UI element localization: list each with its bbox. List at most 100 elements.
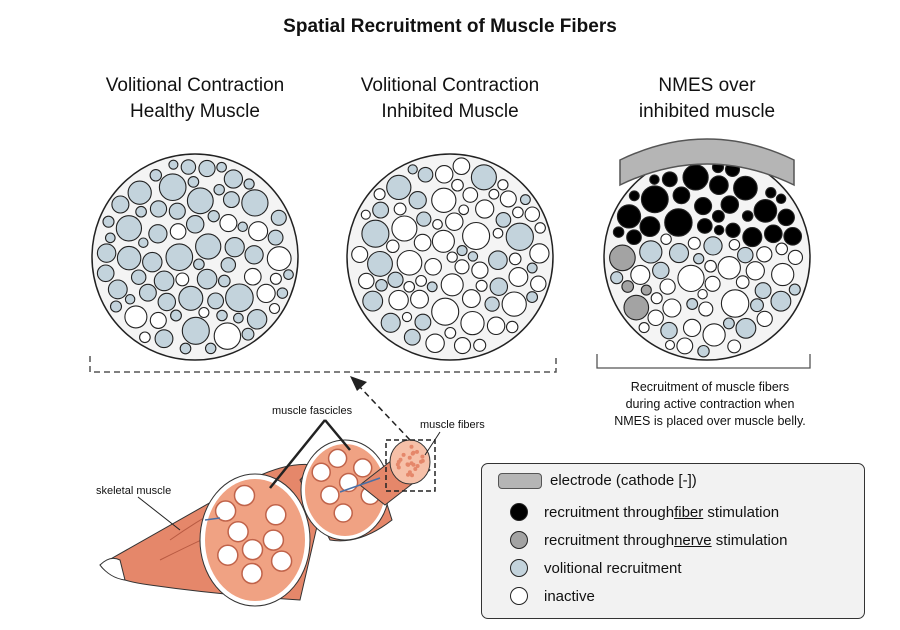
- muscle-fiber: [276, 287, 289, 299]
- muscle-fiber: [458, 204, 470, 216]
- label-muscle-fibers: muscle fibers: [420, 419, 485, 431]
- muscle-fiber: [102, 215, 115, 228]
- fascicle-cell: [233, 484, 256, 507]
- muscle-fiber: [475, 199, 495, 219]
- muscle-fiber: [470, 164, 497, 191]
- muscle-fiber: [96, 264, 115, 283]
- muscle-fiber: [222, 191, 240, 209]
- muscle-fiber: [505, 222, 534, 251]
- fiber-dot: [409, 444, 414, 449]
- muscle-fiber: [488, 250, 508, 271]
- muscle-fiber: [157, 292, 177, 312]
- muscle-fiber: [524, 206, 541, 222]
- muscle-fiber: [391, 215, 418, 242]
- legend-nerve-word: nerve: [674, 531, 712, 549]
- muscle-fiber: [207, 210, 220, 223]
- panel-title-line1: Volitional Contraction: [360, 75, 540, 96]
- fascicle-cell: [241, 562, 263, 585]
- fiber-dot: [405, 462, 410, 467]
- muscle-fiber: [138, 237, 149, 248]
- muscle-fiber: [270, 209, 287, 226]
- muscle-fiber: [178, 285, 204, 311]
- muscle-fiber: [640, 185, 669, 214]
- legend-volitional: volitional recruitment: [482, 559, 682, 577]
- fiber-dot: [411, 462, 416, 467]
- muscle-fiber: [630, 264, 651, 285]
- muscle-fiber: [115, 215, 143, 242]
- muscle-fiber: [196, 268, 218, 290]
- fiber-dot: [420, 454, 425, 459]
- muscle-fiber: [676, 337, 694, 355]
- fiber-dot: [419, 459, 423, 464]
- label-skeletal-muscle: skeletal muscle: [96, 485, 172, 497]
- muscle-fiber: [198, 306, 210, 319]
- muscle-fiber: [388, 289, 409, 311]
- muscle-fiber: [750, 298, 764, 313]
- muscle-illustration: [99, 439, 431, 607]
- muscle-fiber: [623, 294, 650, 321]
- cross-section-healthy: [91, 153, 299, 361]
- muscle-fiber: [461, 289, 481, 309]
- muscle-fiber: [704, 275, 721, 292]
- muscle-fiber: [787, 249, 804, 266]
- muscle-fiber: [647, 309, 664, 327]
- nmes-note: Recruitment of muscle fibers during acti…: [585, 379, 835, 430]
- muscle-fiber: [241, 327, 255, 341]
- muscle-fiber: [530, 275, 547, 293]
- muscle-fiber: [416, 211, 432, 227]
- panel-title-line2: Inhibited Muscle: [381, 101, 519, 122]
- muscle-fiber: [454, 259, 470, 275]
- muscle-fiber: [765, 187, 777, 199]
- muscle-fiber: [148, 224, 168, 244]
- fascicle-cell: [217, 544, 239, 566]
- muscle-fiber: [650, 292, 663, 305]
- muscle-fiber: [269, 272, 282, 285]
- muscle-fiber: [519, 194, 531, 206]
- zoom-arrow: [357, 384, 411, 441]
- muscle-fiber: [248, 221, 269, 242]
- fiber-dot: [396, 459, 401, 464]
- muscle-fiber: [660, 321, 678, 340]
- muscle-fiber: [142, 251, 163, 273]
- panel-title-line1: NMES over: [658, 75, 756, 96]
- muscle-fiber: [124, 294, 136, 305]
- muscle-fiber: [661, 171, 678, 188]
- muscle-fiber: [107, 279, 128, 300]
- fiber-dot: [410, 473, 414, 478]
- muscle-fiber: [756, 246, 773, 263]
- muscle-fiber: [243, 267, 262, 286]
- legend-inactive-label: inactive: [544, 587, 595, 605]
- muscle-fiber: [170, 309, 182, 322]
- muscle-fiber: [770, 290, 792, 312]
- panel-title-healthy: Volitional Contraction Healthy Muscle: [65, 73, 325, 125]
- muscle-fiber: [124, 305, 148, 329]
- muscle-fiber: [499, 190, 517, 208]
- muscle-fiber: [456, 245, 468, 257]
- leader-skeletal: [137, 496, 181, 531]
- muscle-fiber: [216, 309, 228, 322]
- muscle-fiber: [505, 320, 519, 334]
- fiber-dot: [413, 467, 418, 471]
- muscle-fiber: [207, 292, 225, 310]
- muscle-fiber: [711, 209, 725, 223]
- muscle-fiber: [168, 202, 186, 220]
- muscle-fiber: [149, 200, 168, 218]
- muscle-fiber: [737, 246, 754, 264]
- muscle-fiber: [534, 222, 546, 234]
- muscle-fiber: [213, 183, 225, 196]
- muscle-fiber: [431, 187, 457, 213]
- muscle-fiber: [725, 222, 741, 238]
- muscle-fiber: [754, 282, 772, 300]
- muscle-fiber: [508, 267, 529, 287]
- muscle-fiber: [489, 277, 509, 296]
- muscle-fiber: [415, 274, 428, 287]
- muscle-fiber: [638, 322, 650, 334]
- muscle-fiber: [185, 215, 205, 234]
- muscle-fiber: [682, 318, 702, 338]
- gray-circle-icon: [510, 531, 528, 549]
- muscle-fiber: [702, 323, 726, 347]
- legend-volitional-label: volitional recruitment: [544, 559, 682, 577]
- muscle-fiber: [508, 252, 522, 266]
- muscle-fiber: [609, 244, 636, 272]
